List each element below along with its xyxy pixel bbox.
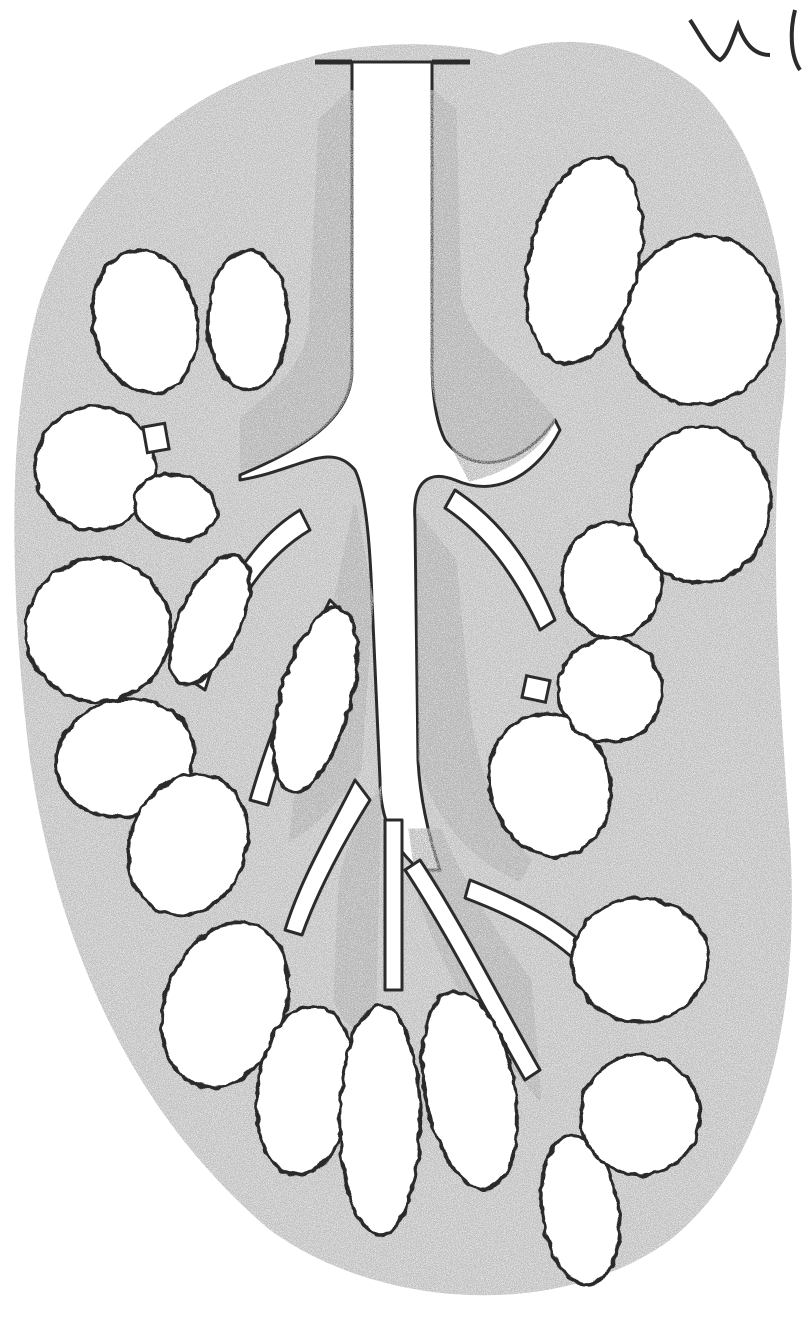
fragment-hook bbox=[792, 10, 800, 70]
alveolus bbox=[580, 1055, 700, 1175]
alveolus bbox=[630, 427, 770, 583]
branch-center-lower bbox=[385, 820, 402, 990]
fragment-curve bbox=[690, 20, 770, 60]
alveolus bbox=[558, 638, 662, 742]
marker-square bbox=[522, 676, 550, 703]
marker-square bbox=[143, 423, 169, 452]
alveolus bbox=[26, 558, 170, 702]
alveolus bbox=[208, 250, 288, 390]
top-right-fragment bbox=[690, 10, 800, 70]
alveolus bbox=[572, 898, 708, 1022]
alveolus bbox=[340, 1005, 420, 1235]
